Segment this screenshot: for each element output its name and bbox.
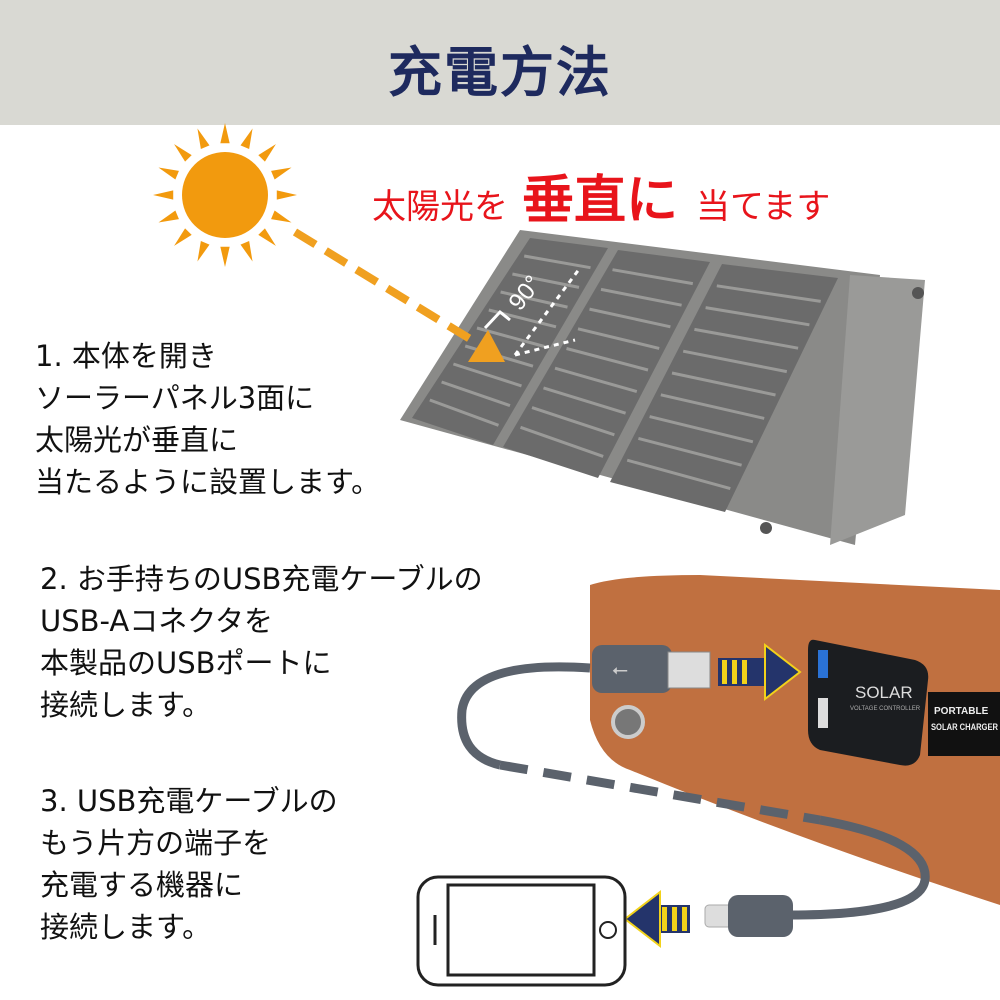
page-title: 充電方法 [388,41,612,104]
voltage-controller: SOLAR VOLTAGE CONTROLLER [808,639,929,766]
sun-icon [153,123,297,267]
header-band [0,0,1000,125]
cell-divider [612,268,694,286]
sun-ray [271,210,292,223]
solar-panel [400,230,925,545]
sun-ray [220,246,230,267]
smartphone-icon [416,875,627,987]
cell-divider [589,307,671,329]
step-1-line: 太陽光が垂直に [35,423,239,457]
cell-divider [543,386,627,415]
usb-port-white[interactable] [818,698,828,728]
charger-case: PORTABLE SOLAR CHARGER [590,575,1000,905]
step-1-line: ソーラーパネル3面に [35,381,315,415]
cell-divider [671,371,776,397]
headline: 太陽光を垂直に当てます [372,158,830,233]
step-3-line: 充電する機器に [40,868,244,902]
cell-divider [649,415,754,444]
step-1: 1. 本体を開き ソーラーパネル3面に 太陽光が垂直に 当たるように設置します。 [35,335,380,503]
cell-divider [577,327,660,350]
right-angle-marker [483,267,582,357]
sun-ray [240,128,253,149]
cell-divider [694,327,799,350]
sun-ray [197,241,210,262]
cell-divider [600,287,682,307]
headline-after: 当てます [696,187,831,227]
step-2-line: 接続します。 [40,688,212,722]
step-3-line: 接続します。 [40,910,212,944]
sun-ray [158,167,179,180]
sun-ray [158,210,179,223]
sun-ray [276,190,297,200]
lightning-plug [704,895,793,937]
sun-ray [174,144,192,162]
tag-line1: PORTABLE [934,706,989,717]
cell-divider [716,284,821,303]
sunlight-arrow [292,228,505,362]
step-1-line: 当たるように設置します。 [35,465,381,499]
cell-divider [523,254,591,270]
step-3: 3. USB充電ケーブルの もう片方の端子を 充電する機器に 接続します。 [40,780,338,948]
step-3-line: もう片方の端子を [40,826,272,860]
controller-sublabel: VOLTAGE CONTROLLER [850,706,921,712]
usb-cable [457,662,930,920]
cell-divider [452,362,522,388]
svg-text:⭠: ⭠ [612,659,628,681]
sun-ray [258,228,276,246]
step-1-line: 1. 本体を開き [35,339,217,373]
cell-divider [429,398,500,427]
cell-divider [500,290,568,309]
cell-divider [554,366,638,394]
headline-emphasis: 垂直に [522,171,679,231]
cell-divider [520,425,604,458]
sun-ray [153,190,174,200]
step-2-line: 本製品のUSBポートに [40,646,332,680]
cell-divider [638,436,742,467]
cell-divider [441,380,511,408]
cell-divider [660,393,765,420]
cell-divider [626,458,731,491]
step-3-line: 3. USB充電ケーブルの [40,784,338,818]
cell-divider [566,347,649,372]
cell-divider [682,349,788,374]
insert-arrow-right [718,642,802,702]
step-2-line: 2. お手持ちのUSB充電ケーブルの [40,562,483,596]
cell-divider [512,272,580,289]
sun-ray [258,144,276,162]
sun-ray [220,123,230,144]
controller-label: SOLAR [855,683,913,702]
usb-port-blue[interactable] [818,650,828,678]
sun-ray [197,128,210,149]
step-2-line: USB-Aコネクタを [40,604,274,638]
sun-ray [271,167,292,180]
cell-divider [531,406,615,437]
insert-arrow-left [623,889,690,949]
headline-before: 太陽光を [372,187,508,227]
usb-a-plug: ⭠ [592,645,711,693]
step-2: 2. お手持ちのUSB充電ケーブルの USB-Aコネクタを 本製品のUSBポート… [40,558,483,726]
cell-divider [705,306,810,327]
sun-ray [174,228,192,246]
tag-line2: SOLAR CHARGER [931,722,998,732]
sun-ray [240,241,253,262]
